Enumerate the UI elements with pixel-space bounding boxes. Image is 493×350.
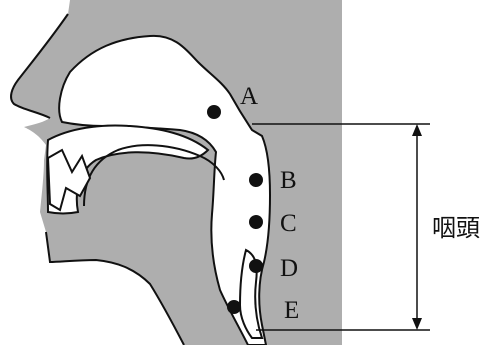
point-e-dot: [227, 300, 241, 314]
arrowhead-down: [412, 318, 422, 330]
point-a-dot: [207, 105, 221, 119]
pharynx-label: 咽頭: [432, 216, 480, 242]
label-c: C: [280, 210, 297, 237]
label-d: D: [280, 255, 298, 282]
label-b: B: [280, 167, 297, 194]
point-d-dot: [249, 259, 263, 273]
point-c-dot: [249, 215, 263, 229]
label-e: E: [284, 297, 299, 324]
arrowhead-up: [412, 124, 422, 136]
point-b-dot: [249, 173, 263, 187]
label-a: A: [240, 83, 258, 110]
